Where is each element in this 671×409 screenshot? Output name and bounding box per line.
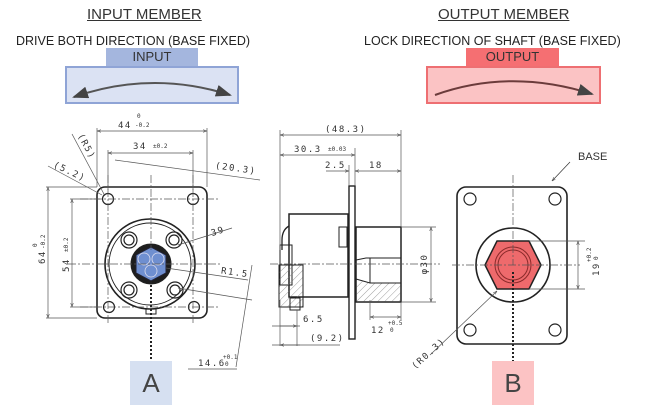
dim-12: 12 [371, 326, 385, 336]
input-member-title: INPUT MEMBER [87, 6, 202, 23]
dim-width-holes-tol: ±0.2 [153, 143, 168, 150]
dim-6-5: 6.5 [303, 315, 324, 325]
dim-height-outer-tol-top: 0 [32, 243, 39, 247]
dim-12-tol-bottom: 0 [390, 327, 394, 334]
dim-height-holes-tol: ±0.2 [63, 237, 70, 252]
dim-39: 39 [210, 225, 226, 239]
dim-14-6: 14.6 [198, 359, 226, 369]
input-tab: INPUT [106, 48, 198, 66]
output-tab: OUTPUT [466, 48, 559, 66]
dim-r5: (R5) [75, 132, 97, 161]
dim-r1-5: R1.5 [220, 266, 249, 280]
dim-2-5: 2.5 [325, 161, 346, 171]
base-label: BASE [578, 151, 607, 163]
dim-5-2: (5.2) [52, 161, 88, 185]
bidirectional-arrow-icon [72, 82, 232, 99]
dim-width-outer: 44 [118, 121, 132, 131]
dim-width-outer-tol-top: 0 [137, 113, 141, 120]
dim-14-6-tol-top: +0.1 [223, 354, 238, 361]
dim-width-outer-tol-bottom: -0.2 [135, 122, 150, 129]
dim-height-holes: 54 [62, 258, 72, 272]
dim-9-2: (9.2) [310, 334, 345, 344]
dim-width-holes: 34 [133, 142, 147, 152]
dim-19-tol-top: +0.2 [586, 247, 593, 262]
dim-phi-30: φ30 [420, 254, 430, 275]
dim-overall-48-3: (48.3) [325, 125, 367, 135]
dim-r0-3: (R0.3) [410, 336, 448, 371]
output-panel [426, 66, 601, 104]
dim-height-outer-tol-bottom: -0.2 [40, 234, 47, 249]
dim-19-tol-bottom: 0 [593, 256, 600, 260]
output-member-title: OUTPUT MEMBER [438, 6, 570, 23]
view-label-b: B [492, 361, 534, 405]
view-label-a: A [130, 361, 172, 405]
dim-30-3: 30.3 [294, 145, 322, 155]
dim-30-3-tol: ±0.03 [328, 146, 346, 153]
input-member-subtitle: DRIVE BOTH DIRECTION (BASE FIXED) [16, 34, 251, 48]
dim-12-tol-top: +0.5 [388, 320, 403, 327]
output-member-subtitle: LOCK DIRECTION OF SHAFT (BASE FIXED) [364, 34, 621, 48]
dim-19: 19 [592, 262, 602, 276]
dim-18: 18 [369, 161, 383, 171]
dim-height-outer: 64 [38, 250, 48, 264]
dim-14-6-tol-bottom: 0 [225, 361, 229, 368]
side-view [278, 185, 402, 340]
single-direction-arrow-icon [434, 80, 594, 96]
